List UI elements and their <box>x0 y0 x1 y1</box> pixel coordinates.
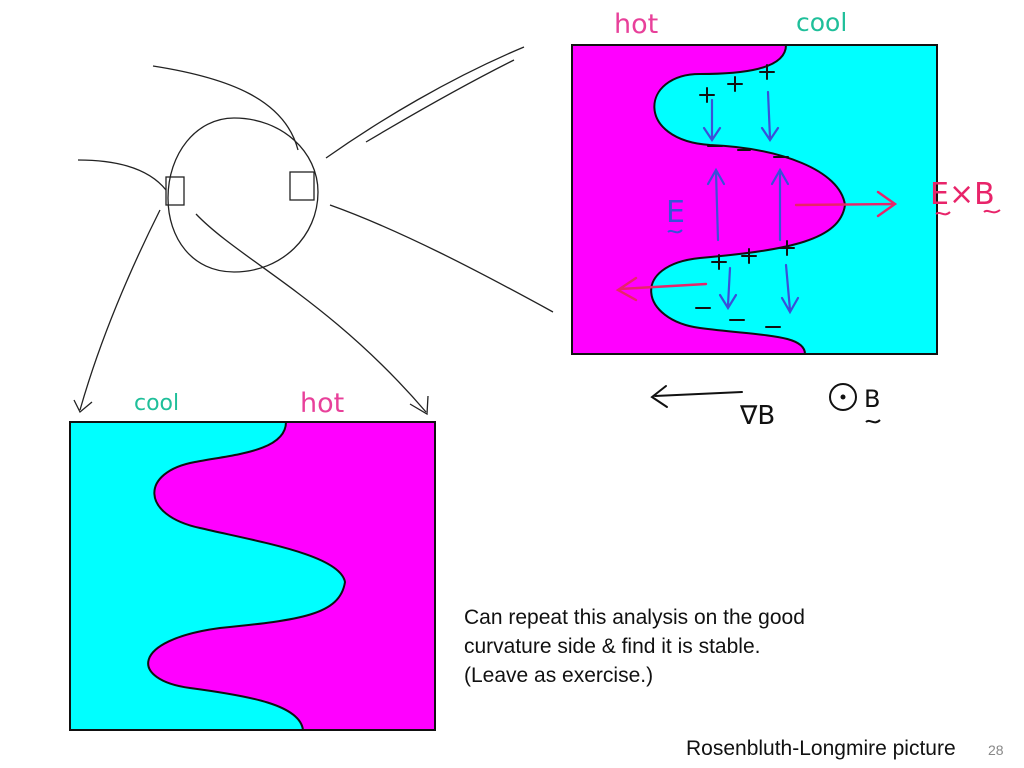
caption-text: Can repeat this analysis on the good cur… <box>464 603 924 690</box>
exb-arrow-left <box>615 276 708 302</box>
down-arrow-3 <box>718 266 738 311</box>
up-arrow-1 <box>706 167 726 242</box>
exb-underline-e <box>935 211 951 216</box>
up-arrow-2 <box>770 167 790 242</box>
b-underline <box>865 419 881 424</box>
caption-line: curvature side & find it is stable. <box>464 635 761 658</box>
plus-charge <box>759 64 775 80</box>
bottom-panel-cool-region <box>69 421 347 731</box>
caption-line: Can repeat this analysis on the good <box>464 606 805 629</box>
top-cool-label: cool <box>796 8 847 37</box>
torus-sketch <box>73 46 554 416</box>
projection-line-4 <box>79 209 161 411</box>
torus-outer-arc-top <box>152 65 299 151</box>
down-arrow-4 <box>780 263 800 315</box>
projection-line-3 <box>329 204 554 313</box>
torus-outer-arc-left <box>77 159 167 191</box>
grad-b-label: ∇B <box>739 401 775 431</box>
arrow-to-bottom-left <box>73 399 93 414</box>
torus-patch-left <box>165 176 185 206</box>
exb-underline-b <box>983 209 1001 214</box>
torus-circle <box>167 117 319 273</box>
exb-label: E×B <box>930 177 995 212</box>
exb-arrow-right <box>794 190 898 218</box>
plus-charge <box>711 254 727 270</box>
b-field-label: B <box>864 385 880 413</box>
plus-charge <box>741 248 757 264</box>
grad-b-arrow <box>650 385 743 408</box>
plus-charge <box>727 76 743 92</box>
top-right-panel <box>571 44 938 355</box>
bottom-left-panel <box>69 421 436 731</box>
footer-title: Rosenbluth-Longmire picture <box>686 737 956 760</box>
caption-line: (Leave as exercise.) <box>464 664 654 687</box>
e-field-label: E <box>666 195 685 230</box>
plus-charge <box>699 87 715 103</box>
plus-charge <box>779 240 795 256</box>
top-hot-label: hot <box>614 9 658 40</box>
b-out-of-page-icon <box>829 383 857 411</box>
projection-line-5 <box>195 213 427 413</box>
projection-line-2 <box>365 59 515 143</box>
down-arrow-1 <box>702 98 722 142</box>
torus-patch-right <box>289 171 315 201</box>
down-arrow-2 <box>760 90 780 142</box>
bottom-hot-label: hot <box>300 388 344 419</box>
exb-arrows <box>615 190 898 302</box>
charge-markers <box>695 64 795 328</box>
b-out-of-page-dot <box>840 394 846 400</box>
top-panel-border <box>571 44 938 355</box>
page-number: 28 <box>988 742 1004 758</box>
bottom-panel-border <box>69 421 436 731</box>
e-field-underline <box>667 229 683 234</box>
bottom-cool-label: cool <box>134 391 179 416</box>
arrow-to-bottom-right <box>409 395 429 416</box>
projection-line-1 <box>325 46 525 159</box>
top-panel-annotations <box>702 90 800 315</box>
